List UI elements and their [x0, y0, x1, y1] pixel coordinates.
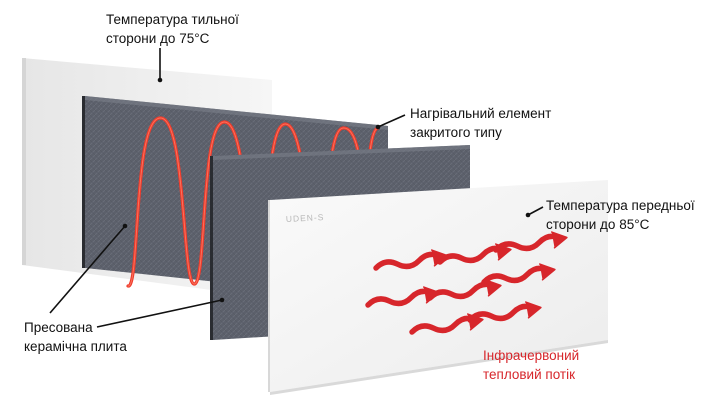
heat-wave-arrow-icon [493, 231, 568, 253]
infrared-heat-flow [365, 231, 568, 335]
leader-dots [122, 77, 531, 303]
leader-lines [49, 48, 544, 328]
label-heating-element: Нагрівальний елемент закритого типу [410, 106, 552, 140]
leader-front-temp [527, 206, 544, 216]
heat-wave-arrow-icon [427, 279, 502, 301]
label-infrared-flow: Інфрачервоний тепловий потік [483, 348, 580, 382]
label-front-temperature: Температура передньої сторони до 85°С [546, 198, 695, 232]
heat-wave-arrow-icon [467, 301, 542, 323]
heat-wave-arrow-icon [481, 263, 556, 285]
label-ceramic-plate: Пресована керамічна плита [24, 320, 127, 354]
front-panel: UDEN-S [268, 180, 608, 395]
label-back-temperature: Температура тильної сторони до 75°С [106, 12, 239, 46]
brand-logo: UDEN-S [286, 212, 325, 224]
leader-ceramic-plate-rear [49, 225, 126, 314]
leader-heating-element [377, 114, 406, 128]
leader-ceramic-plate-front [96, 299, 223, 328]
heat-wave-arrow-icon [365, 286, 440, 308]
